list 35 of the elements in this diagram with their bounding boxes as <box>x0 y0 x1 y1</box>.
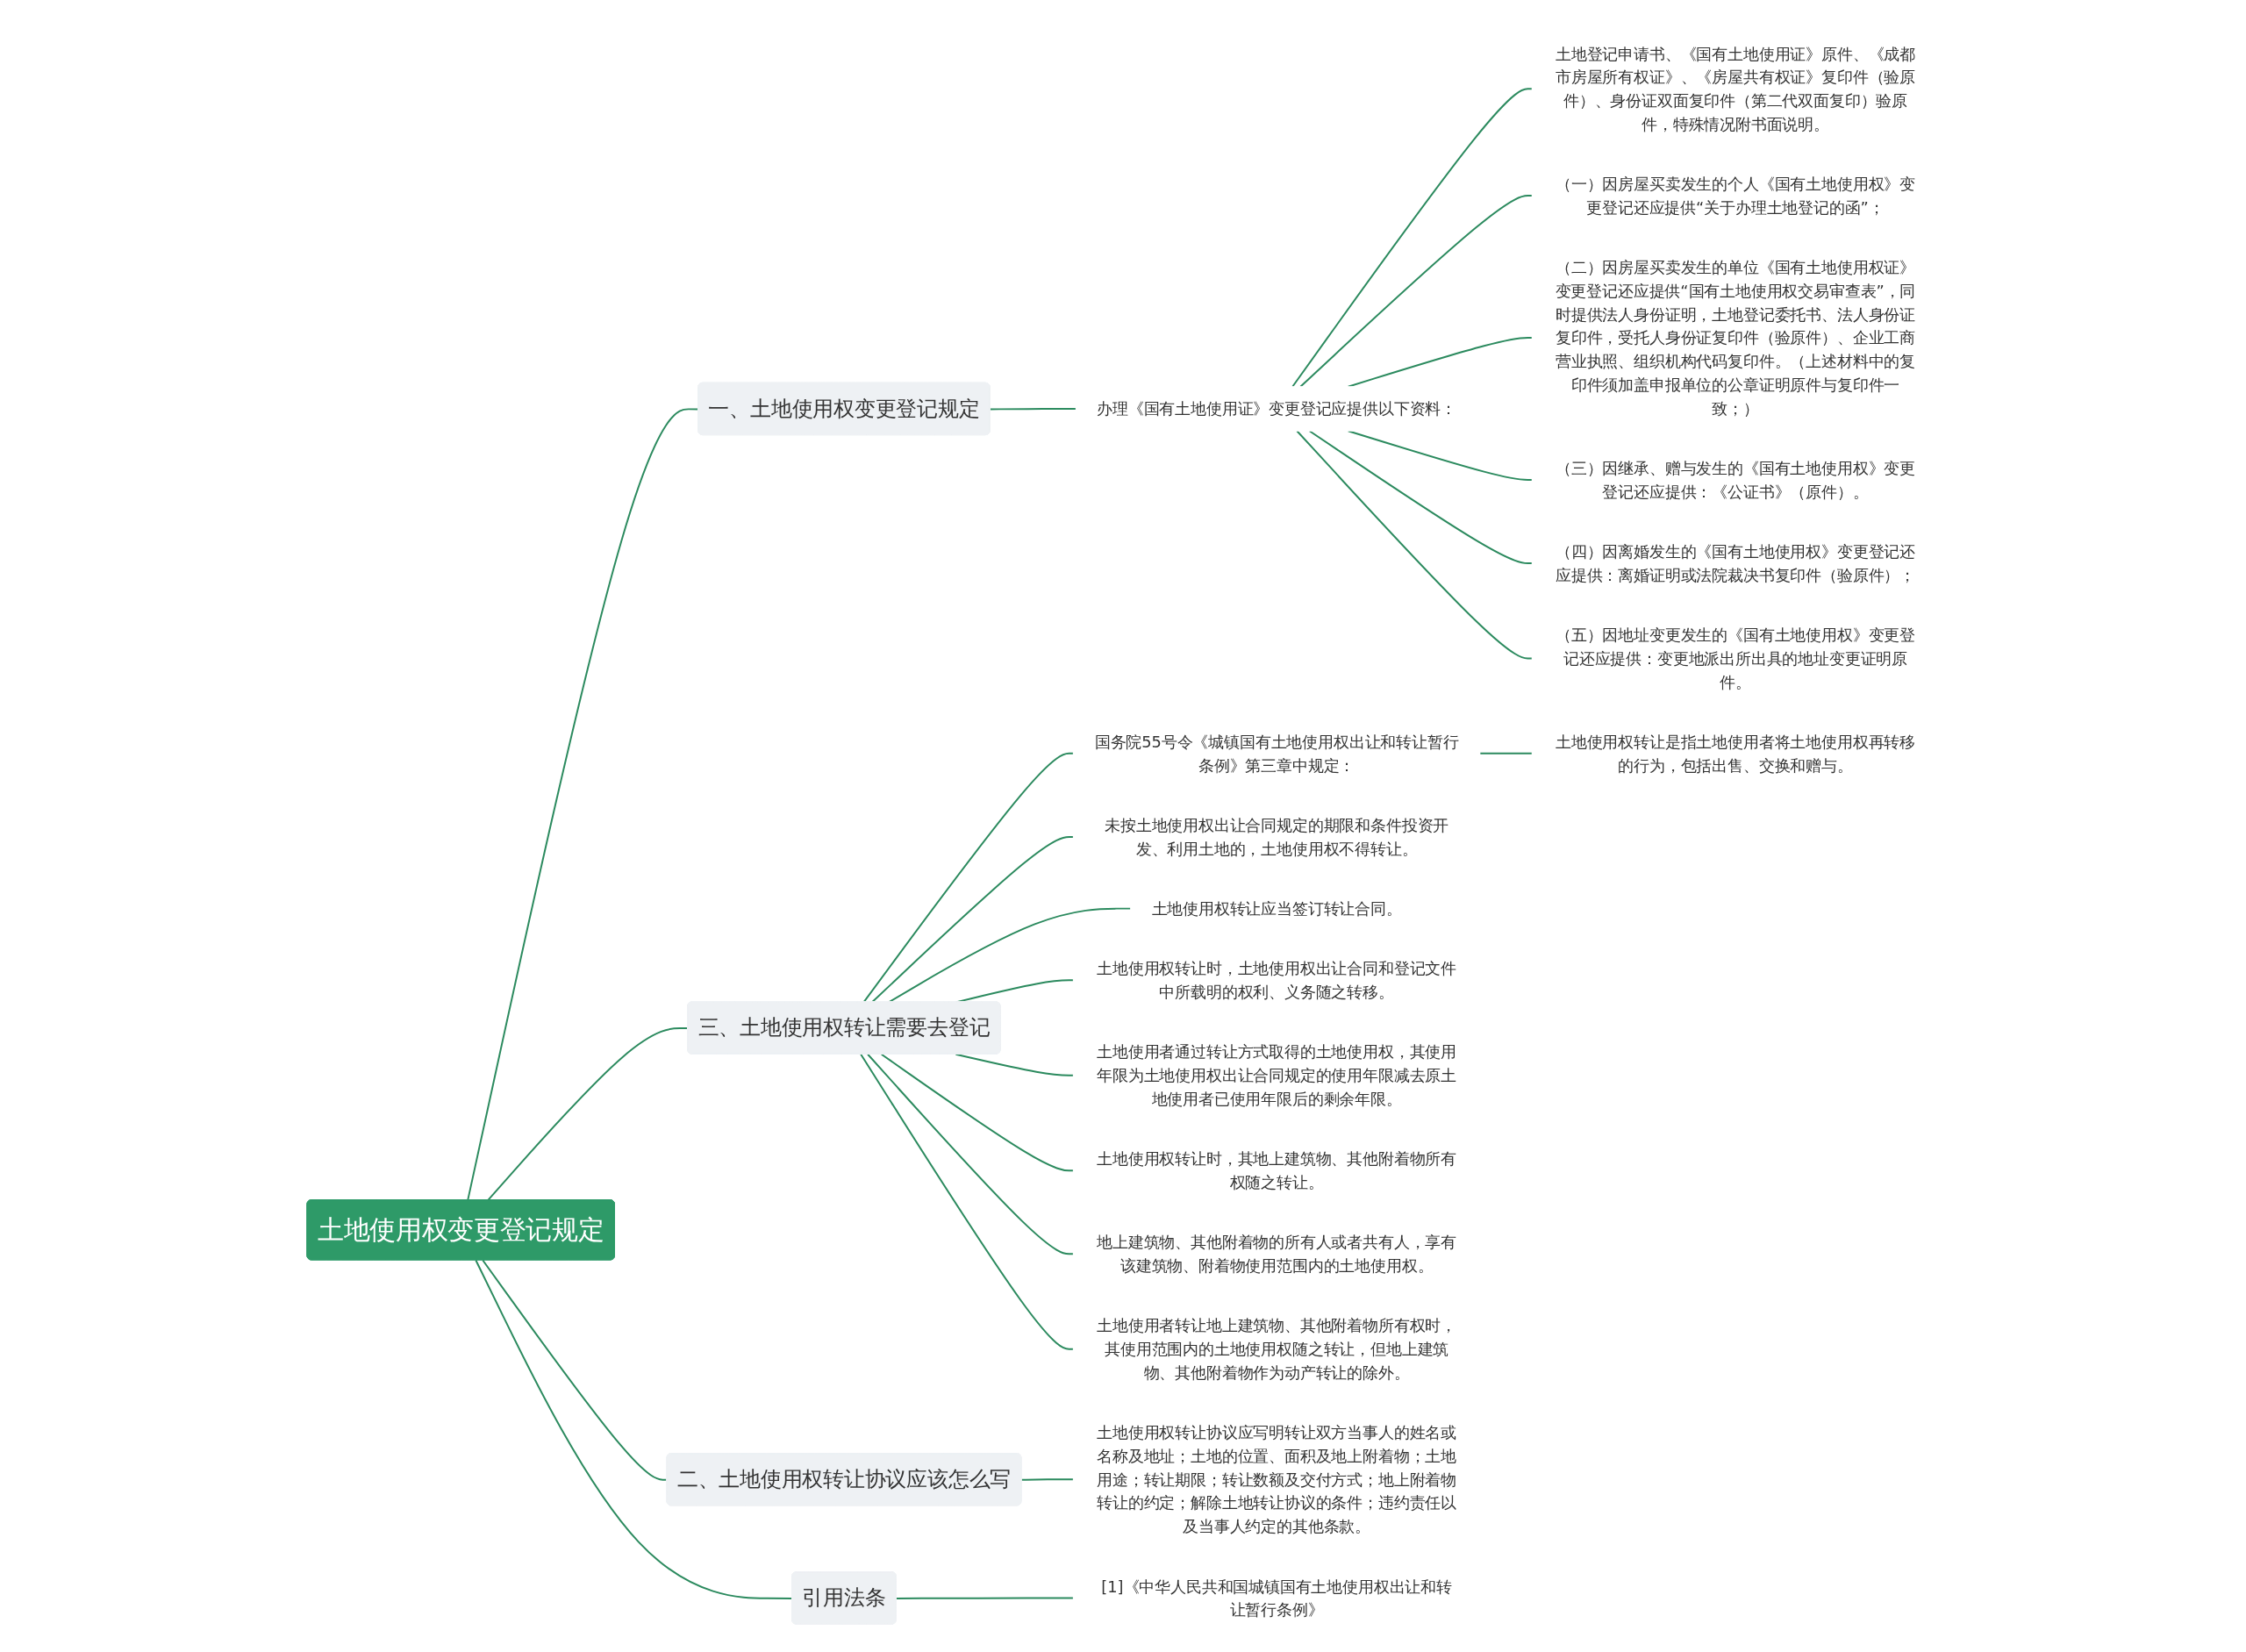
node-text: 土地使用者转让地上建筑物、其他附着物所有权时，其使用范围内的土地使用权随之转让，但地上建筑物、其他附着物作为动产转让的除外。 <box>1097 1316 1457 1382</box>
connector <box>1296 429 1534 659</box>
connector <box>860 1053 1075 1350</box>
connector <box>1299 194 1534 388</box>
connector <box>1308 429 1534 564</box>
connector <box>1020 1477 1075 1481</box>
node-text: （三）因继承、赠与发生的《国有土地使用权》变更登记还应提供：《公证书》（原件）。 <box>1556 458 1916 501</box>
node-text: （五）因地址变更发生的《国有土地使用权》变更登记还应提供：变更地派出所出具的地址变更证明原件。 <box>1556 625 1916 691</box>
connector <box>896 1596 1075 1599</box>
node-text: 地上建筑物、其他附着物的所有人或者共有人，享有该建筑物、附着物使用范围内的土地使用权。 <box>1097 1233 1457 1275</box>
node-text: （一）因房屋买卖发生的个人《国有土地使用权》变更登记还应提供“关于办理土地登记的函”； <box>1556 174 1916 217</box>
node-text: 土地登记申请书、《国有土地使用证》原件、《成都市房屋所有权证》、《房屋共有权证》复印件（验原件）、身份证双面复印件（第二代双面复印）验原件，特殊情况附书面说明。 <box>1556 44 1916 133</box>
connector <box>1347 429 1534 481</box>
connector <box>955 1053 1075 1076</box>
node-text: 国务院55号令《城镇国有土地使用权出让和转让暂行条例》第三章中规定： <box>1094 732 1459 775</box>
node-text: 土地使用权转让时，其地上建筑物、其他附着物所有权随之转让。 <box>1097 1148 1457 1191</box>
connector <box>871 835 1075 1003</box>
connector <box>862 752 1075 1003</box>
connector <box>990 407 1077 410</box>
node-text: （二）因房屋买卖发生的单位《国有土地使用权证》变更登记还应提供“国有土地使用权交易审查表”，同时提供法人身份证明，土地登记委托书、法人身份证复印件，受托人身份证复印件（验原件）、企业工商营业执照、组织机构代码复印件。（上述材料中的复印件须加盖申报单位的公章证明原件与复印件一致；） <box>1555 257 1916 418</box>
node-text: 土地使用权转让协议应写明转让双方当事人的姓名或名称及地址；土地的位置、面积及地上附着物；土地用途；转让期限；转让数额及交付方式；地上附着物转让的约定；解除土地转让协议的条件；违约责任以及当事人约定的其他条款。 <box>1097 1422 1457 1535</box>
node-text: 土地使用权转让时，土地使用权出让合同和登记文件中所载明的权利、义务随之转移。 <box>1097 959 1457 1001</box>
node-text: 未按土地使用权出让合同规定的期限和条件投资开发、利用土地的，土地使用权不得转让。 <box>1105 815 1449 858</box>
connector <box>1479 752 1534 754</box>
node-text: 土地使用者通过转让方式取得的土地使用权，其使用年限为土地使用权出让合同规定的使用年限减去原土地使用者已使用年限后的剩余年限。 <box>1097 1042 1457 1108</box>
node-text: 土地使用权转让是指土地使用者将土地使用权再转移的行为，包括出售、交换和赠与。 <box>1556 732 1916 775</box>
node-text: [1]《中华人民共和国城镇国有土地使用权出让和转让暂行条例》 <box>1101 1577 1453 1619</box>
connector <box>888 907 1132 1003</box>
connector <box>1291 87 1534 388</box>
connector <box>867 1053 1075 1255</box>
node-text: （四）因离婚发生的《国有土地使用权》变更登记还应提供：离婚证明或法院裁决书复印件（验原件）； <box>1556 541 1916 584</box>
node-text: 办理《国有土地使用证》变更登记应提供以下资料： <box>1097 399 1457 418</box>
connector <box>880 1053 1075 1171</box>
connector <box>482 1258 669 1481</box>
node-text: 土地使用权转让应当签订转让合同。 <box>1151 898 1402 918</box>
